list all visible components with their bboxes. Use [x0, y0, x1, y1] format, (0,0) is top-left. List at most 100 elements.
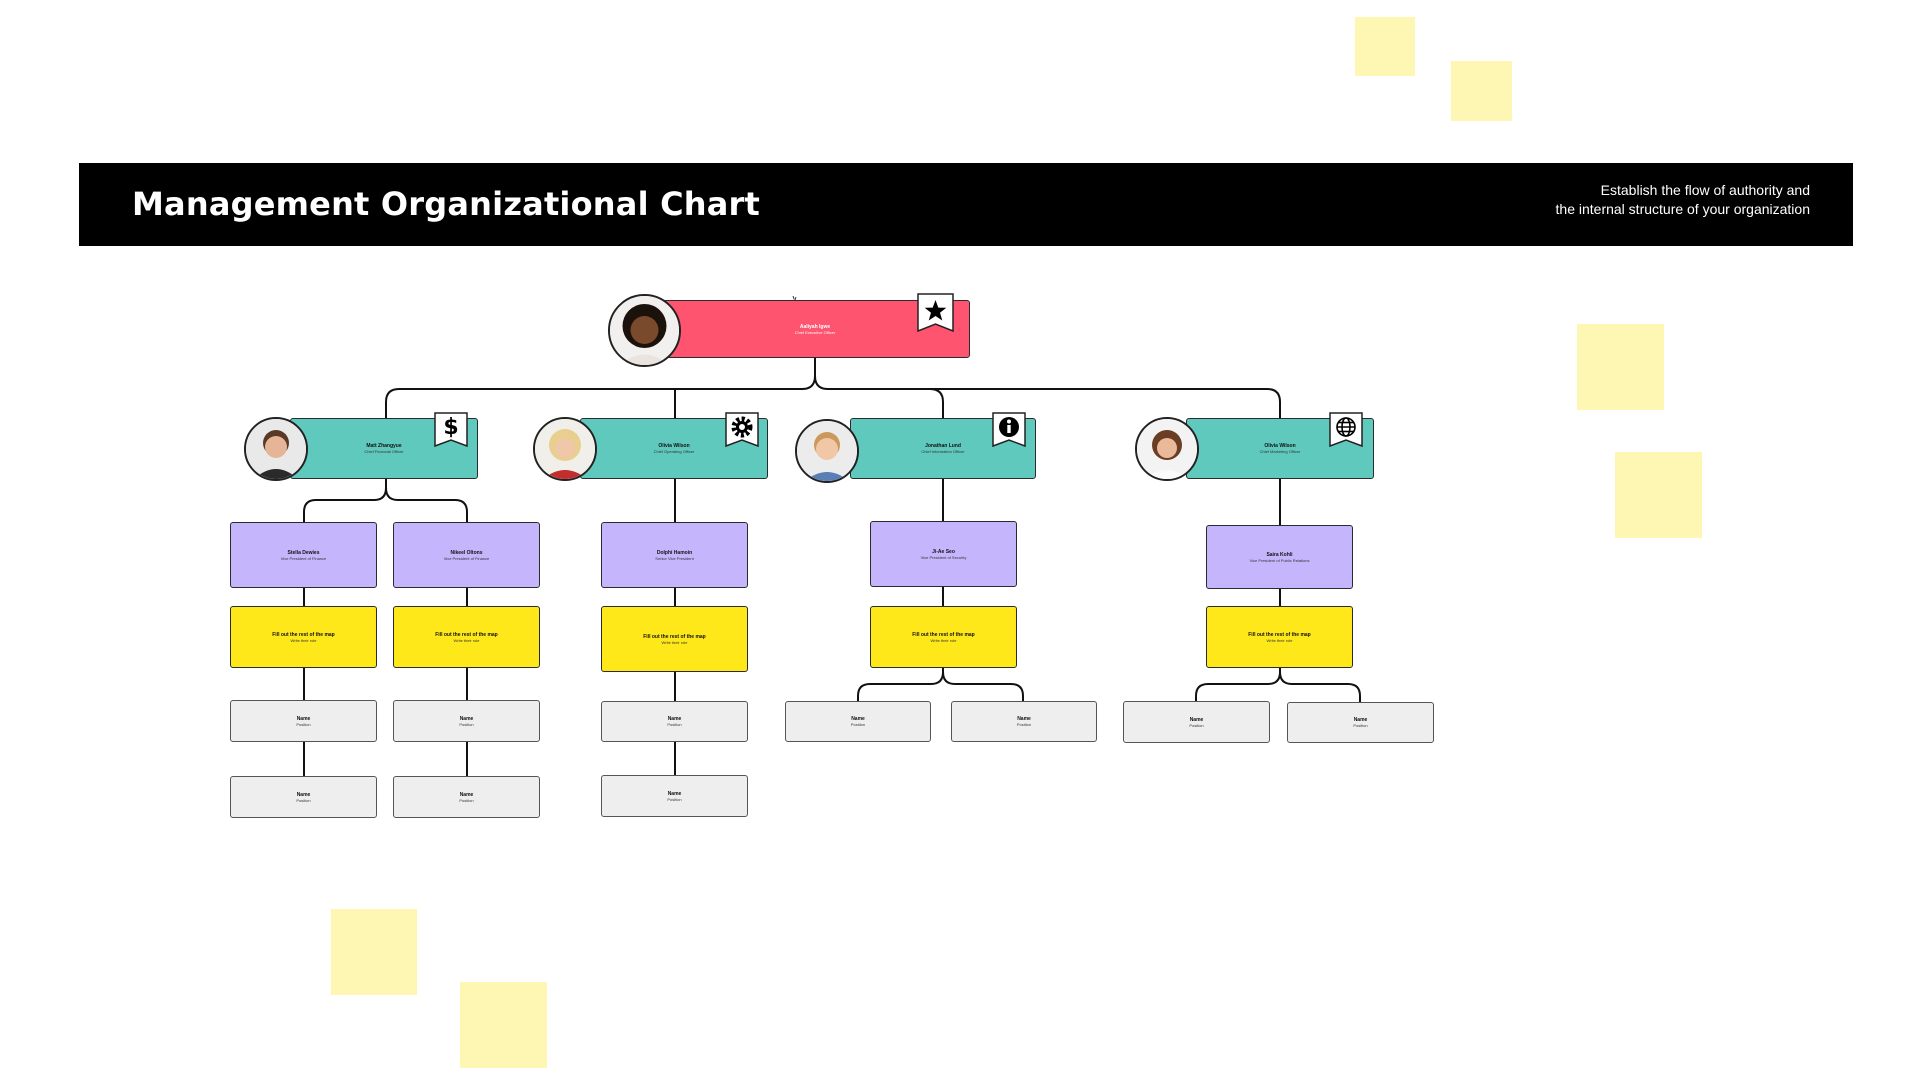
slot-name: Name [667, 790, 682, 797]
node-position: Vice President of Public Relations [1249, 557, 1310, 563]
subtitle-line-1: Establish the flow of authority and [1600, 182, 1810, 198]
vp-card[interactable]: Stella Dewies Vice President of Finance [230, 522, 377, 588]
connector-line [929, 388, 944, 419]
sticky-note[interactable] [331, 909, 417, 995]
avatar [608, 294, 681, 367]
node-position: Chief Executive Officer [794, 329, 836, 335]
globe-icon [1329, 412, 1363, 448]
position-slot-card[interactable]: Name Position [951, 701, 1097, 742]
position-slot-card[interactable]: Name Position [1287, 702, 1434, 743]
sticky-note[interactable] [1451, 61, 1512, 121]
duty-subtitle: Write their role [930, 637, 957, 643]
slot-position: Position [667, 722, 682, 727]
slot-position: Position [296, 797, 311, 803]
sticky-note[interactable] [1355, 17, 1415, 76]
duty-card[interactable]: Fill out the rest of the map Write their… [601, 606, 748, 672]
node-position: Vice President of Finance [443, 555, 490, 561]
slot-position: Position [850, 722, 866, 727]
vp-card[interactable]: Nikeel Oltons Vice President of Finance [393, 522, 540, 588]
node-position: Vice President of Security [920, 554, 967, 560]
position-slot-card[interactable]: Name Position [1123, 701, 1270, 743]
duty-title: Fill out the rest of the map [272, 631, 335, 638]
node-name: Aaliyah Igwe [799, 323, 831, 330]
connector-line [814, 357, 1281, 419]
slot-position: Position [1016, 722, 1032, 727]
position-slot-card[interactable]: Name Position [601, 775, 748, 817]
node-name: Matt Zhangyue [366, 443, 402, 449]
connector-line [385, 487, 468, 522]
slot-name: Name [667, 716, 682, 722]
vp-card[interactable]: Ji-Ae Seo Vice President of Security [870, 521, 1017, 587]
avatar [244, 417, 308, 481]
slot-position: Position [1189, 722, 1204, 728]
sticky-note[interactable] [460, 982, 547, 1068]
info-icon [992, 412, 1026, 448]
executive-card-coo[interactable]: Olivia Wilson Chief Operating Officer [580, 418, 768, 479]
duty-title: Fill out the rest of the map [1248, 631, 1311, 638]
position-slot-card[interactable]: Name Position [393, 776, 540, 818]
node-name: Saira Kohli [1266, 551, 1293, 558]
header-banner: Management Organizational Chart Establis… [79, 163, 1853, 246]
node-position: Senior Vice President [655, 555, 694, 561]
duty-subtitle: Write their role [453, 637, 480, 643]
node-position: Chief Marketing Officer [1259, 449, 1301, 454]
slot-name: Name [459, 791, 474, 798]
node-name: Jonathan Lund [925, 443, 961, 449]
node-position: Chief Operating Officer [653, 449, 695, 454]
star-icon [917, 293, 954, 333]
connector-line [1279, 671, 1361, 702]
duty-card[interactable]: Fill out the rest of the map Write their… [393, 606, 540, 668]
position-slot-card[interactable]: Name Position [230, 700, 377, 742]
vp-card[interactable]: Dolphi Hamoin Senior Vice President [601, 522, 748, 588]
vp-card[interactable]: Saira Kohli Vice President of Public Rel… [1206, 525, 1353, 589]
node-name: Olivia Wilson [658, 443, 690, 449]
slot-position: Position [296, 721, 311, 727]
connector-line [303, 479, 387, 522]
slot-position: Position [667, 796, 682, 802]
avatar [1135, 417, 1199, 481]
slot-position: Position [459, 797, 474, 803]
duty-card[interactable]: Fill out the rest of the map Write their… [230, 606, 377, 668]
connector-line [1195, 668, 1281, 701]
gear-icon [725, 412, 759, 448]
position-slot-card[interactable]: Name Position [785, 701, 931, 742]
connector-line [857, 668, 944, 701]
node-name: Nikeel Oltons [450, 549, 483, 556]
slot-name: Name [1353, 717, 1368, 723]
node-name: Stella Dewies [287, 549, 320, 556]
node-name: Dolphi Hamoin [656, 549, 693, 556]
dollar-icon: $ [434, 412, 468, 448]
connector-line [942, 671, 1024, 701]
slot-name: Name [459, 715, 474, 722]
duty-card[interactable]: Fill out the rest of the map Write their… [870, 606, 1017, 668]
duty-subtitle: Write their role [290, 637, 317, 643]
svg-text:$: $ [443, 415, 458, 440]
node-position: Chief Financial Officer [364, 449, 404, 454]
slot-name: Name [296, 791, 311, 798]
node-position: Vice President of Finance [280, 555, 327, 561]
page-subtitle: Establish the flow of authority and the … [1556, 181, 1810, 219]
node-name: Olivia Wilson [1264, 443, 1296, 449]
duty-title: Fill out the rest of the map [643, 633, 706, 640]
duty-title: Fill out the rest of the map [912, 631, 975, 638]
slot-position: Position [459, 721, 474, 727]
slot-name: Name [1189, 716, 1204, 723]
duty-card[interactable]: Fill out the rest of the map Write their… [1206, 606, 1353, 668]
avatar [795, 419, 859, 483]
position-slot-card[interactable]: Name Position [601, 701, 748, 742]
subtitle-line-2: the internal structure of your organizat… [1555, 201, 1810, 217]
duty-subtitle: Write their role [1266, 637, 1293, 643]
duty-title: Fill out the rest of the map [435, 631, 498, 638]
node-name: Ji-Ae Seo [932, 548, 955, 555]
page-title: Management Organizational Chart [132, 185, 761, 223]
duty-subtitle: Write their role [661, 639, 688, 645]
sticky-note[interactable] [1615, 452, 1702, 538]
slot-name: Name [851, 716, 865, 722]
sticky-note[interactable] [1577, 324, 1664, 410]
avatar [533, 417, 597, 481]
position-slot-card[interactable]: Name Position [230, 776, 377, 818]
position-slot-card[interactable]: Name Position [393, 700, 540, 742]
slot-name: Name [296, 715, 311, 722]
node-position: Chief Information Officer [921, 449, 965, 454]
